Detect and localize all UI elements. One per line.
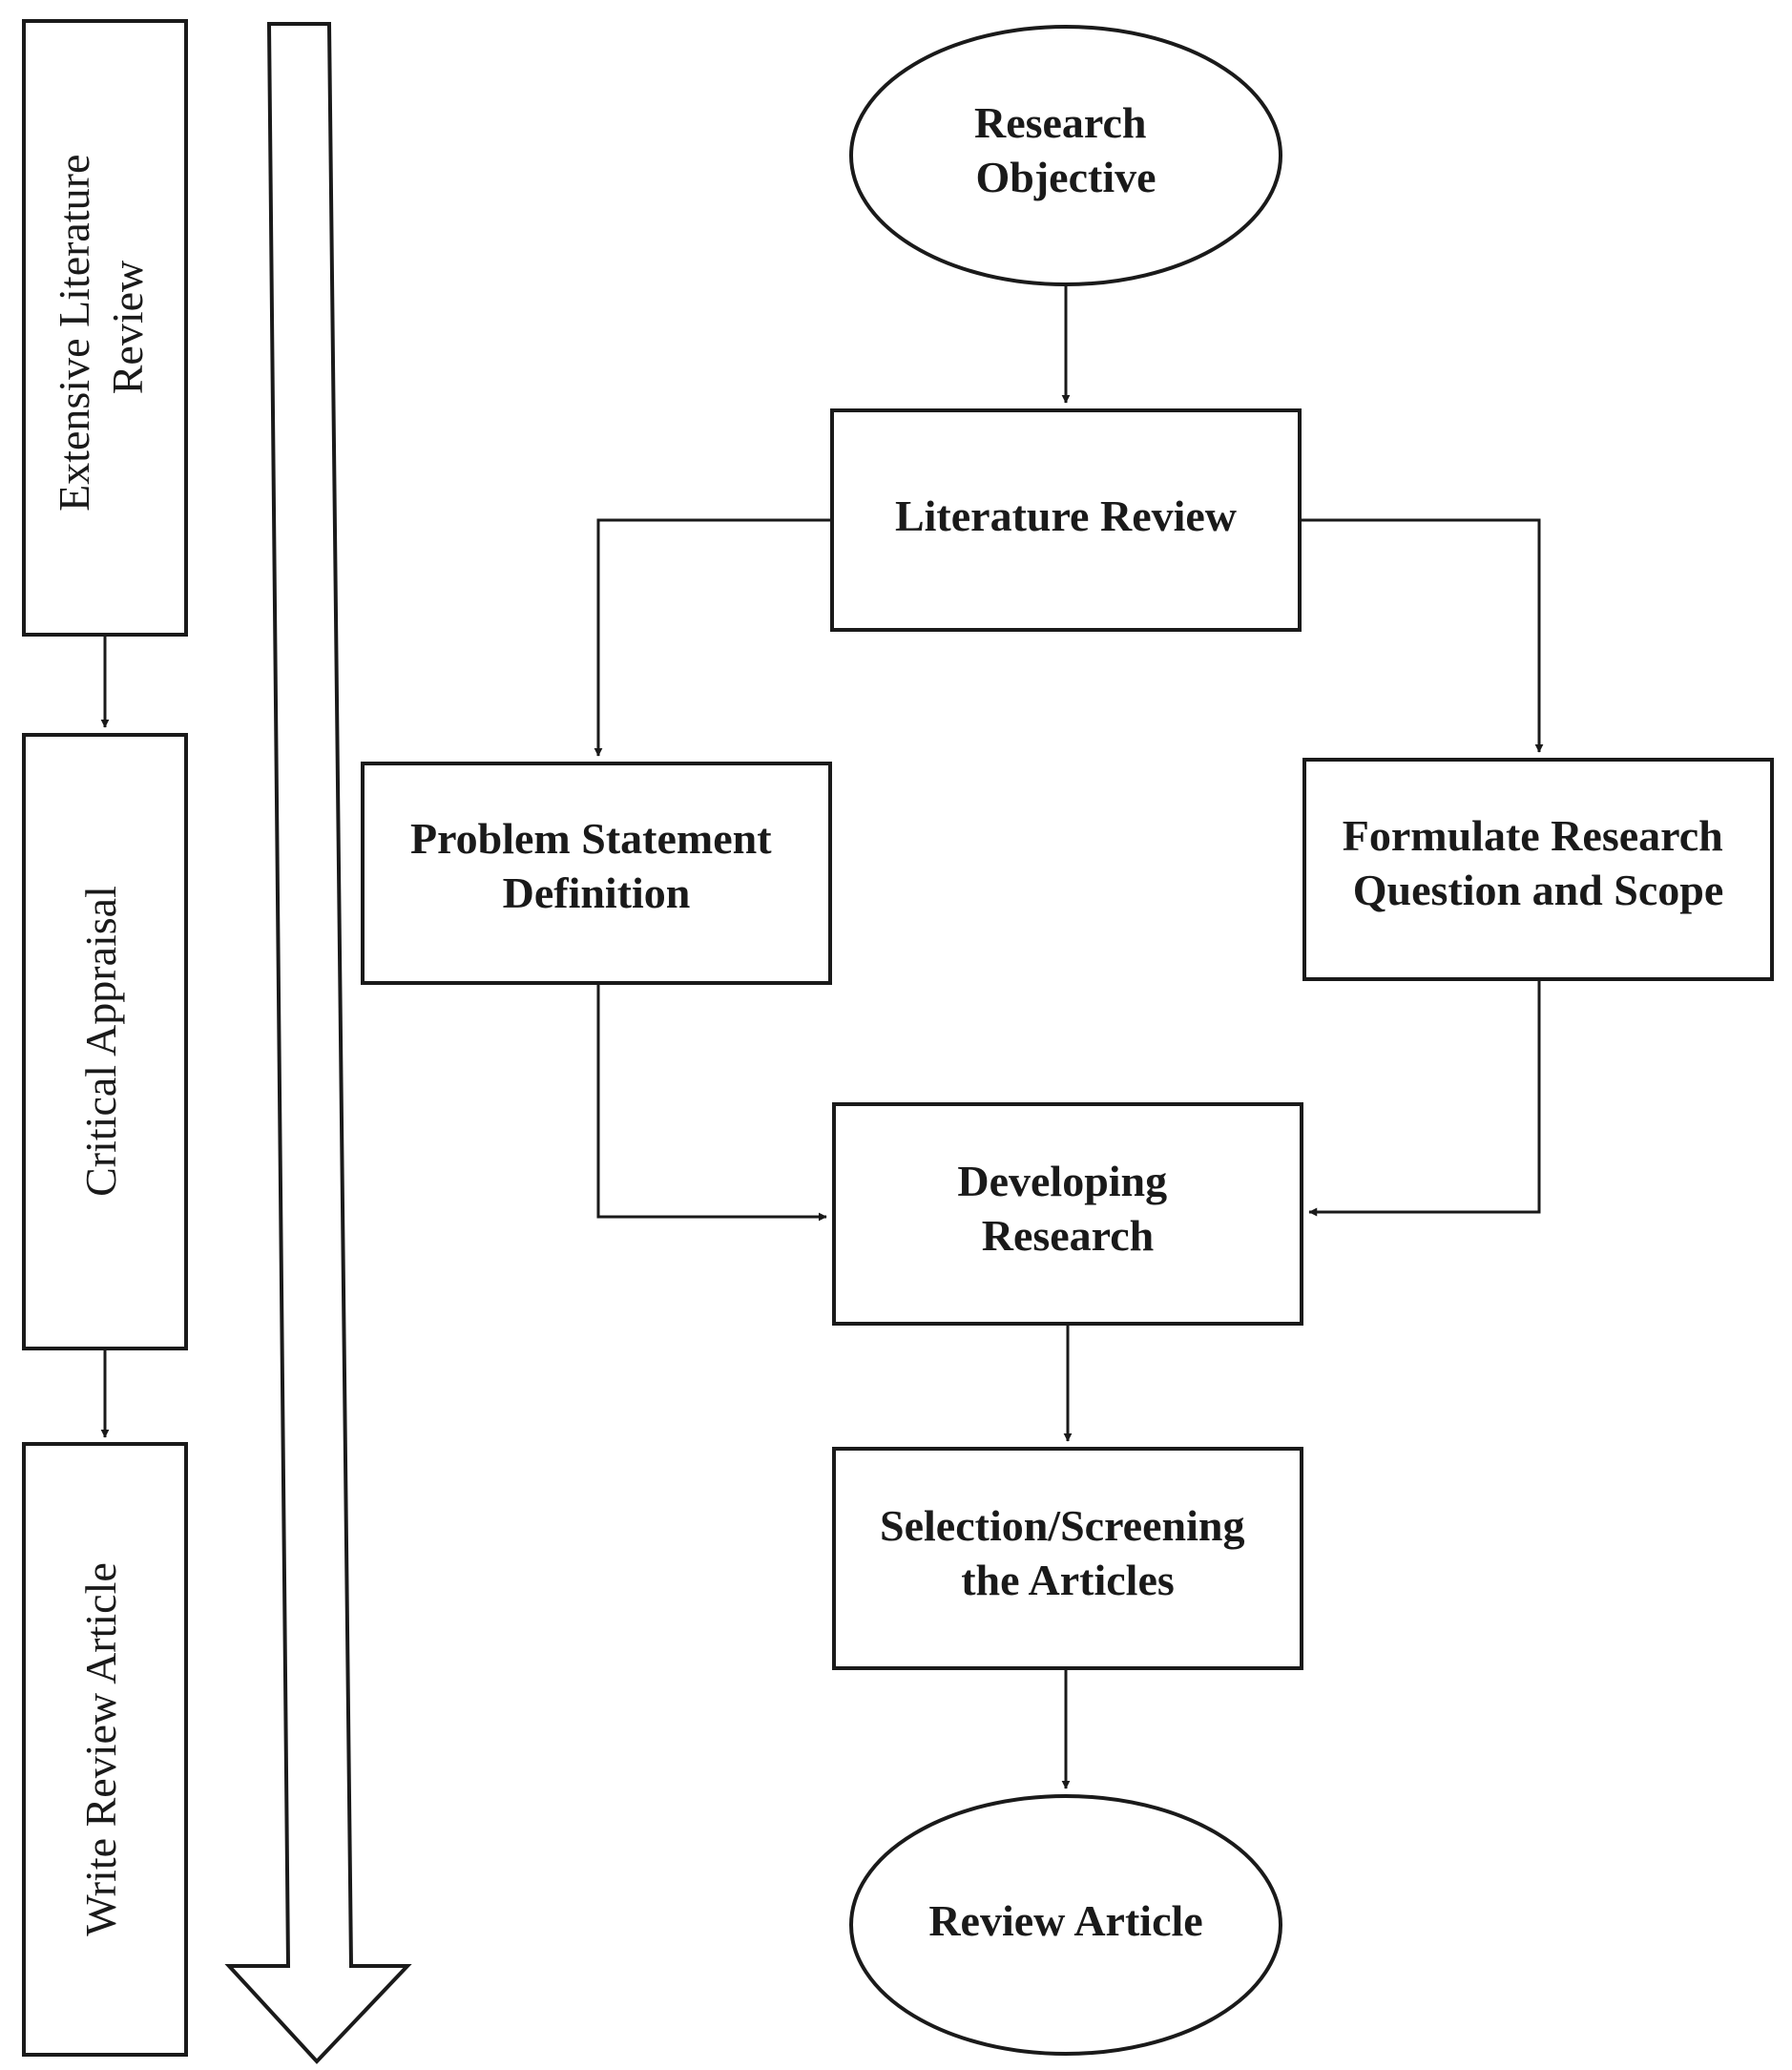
big-down-arrow [224,22,412,2064]
side-stage-critical-label: Critical Appraisal [76,886,125,1197]
node-developing-research: Developing Research [832,1102,1303,1326]
edge-formulate-to-developing [1308,979,1541,1217]
node-formulate-question-line-1: Formulate Research [1343,811,1723,860]
node-review-article-line-1: Review Article [928,1896,1202,1945]
node-selection-screening-line-1: Selection/Screening [880,1501,1244,1550]
node-problem-statement-label: Problem Statement Definition [410,814,782,917]
side-stage-write-review-article: Write Review Article [22,1442,188,2057]
side-stage-extensive-line-2: Review [103,260,152,394]
node-problem-statement-line-1: Problem Statement [410,814,772,863]
edge-problem-to-developing [596,983,827,1222]
node-developing-research-line-2: Research [982,1211,1155,1260]
node-problem-statement-definition: Problem Statement Definition [361,762,832,985]
edge-literature-to-formulate [1300,518,1544,753]
node-developing-research-label: Developing Research [957,1157,1177,1260]
side-stage-critical-line-1: Critical Appraisal [76,886,125,1197]
node-literature-review-label: Literature Review [895,491,1237,540]
node-literature-review-line-1: Literature Review [895,491,1237,540]
side-stage-extensive-literature-review: Extensive Literature Review [22,19,188,637]
node-formulate-research-question: Formulate Research Question and Scope [1302,758,1774,981]
node-research-objective-line-1: Research [974,98,1147,147]
node-selection-screening-label: Selection/Screening the Articles [880,1501,1256,1604]
node-review-article: Review Article [849,1794,1282,2056]
node-research-objective-label: Research Objective [974,98,1157,201]
node-formulate-question-line-2: Question and Scope [1353,866,1724,914]
node-selection-screening-line-2: the Articles [961,1556,1175,1604]
node-problem-statement-line-2: Definition [503,868,691,917]
side-stage-extensive-line-1: Extensive Literature [50,155,98,512]
side-stage-critical-appraisal: Critical Appraisal [22,733,188,1350]
node-selection-screening: Selection/Screening the Articles [832,1447,1303,1670]
node-developing-research-line-1: Developing [957,1157,1167,1205]
side-stage-write-line-1: Write Review Article [76,1562,125,1936]
edge-literature-to-problem [594,518,832,757]
node-research-objective: Research Objective [849,25,1282,286]
node-review-article-label: Review Article [928,1896,1202,1945]
side-stage-extensive-label: Extensive Literature Review [50,143,152,512]
node-formulate-question-label: Formulate Research Question and Scope [1343,811,1734,914]
side-stage-write-label: Write Review Article [76,1562,125,1936]
node-research-objective-line-2: Objective [975,153,1156,201]
node-literature-review: Literature Review [830,408,1302,632]
